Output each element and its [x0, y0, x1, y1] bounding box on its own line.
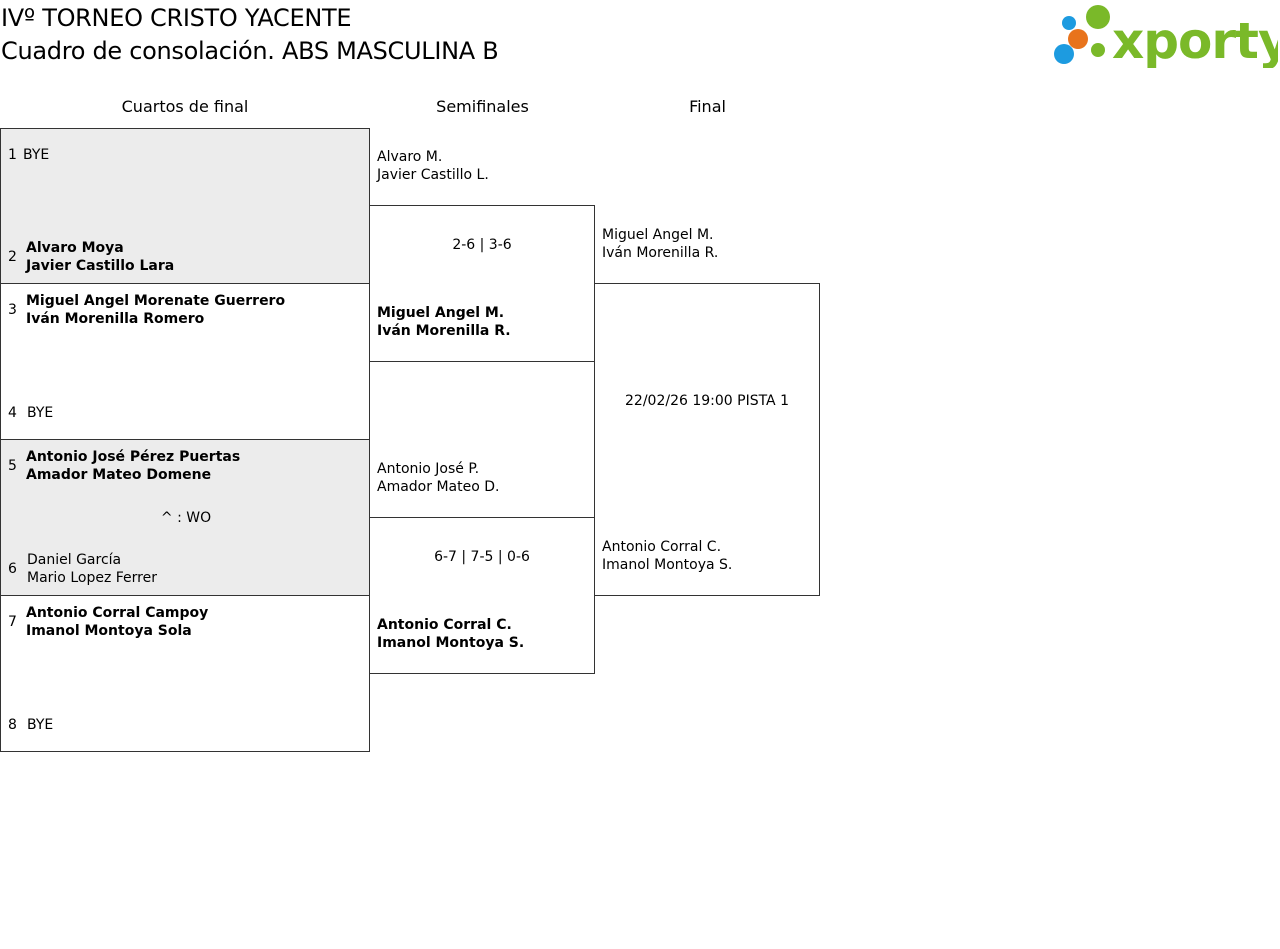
seed-number: 4 — [8, 405, 17, 421]
player-name: Imanol Montoya S. — [377, 635, 525, 651]
match-score: 2-6 | 3-6 — [452, 237, 512, 253]
player-name: Antonio Corral C. — [602, 539, 722, 555]
player-name: Imanol Montoya S. — [602, 557, 733, 573]
quarterfinal-match-2: 3 Miguel Angel Morenate Guerrero Iván Mo… — [0, 283, 370, 440]
column-header-quarterfinals: Cuartos de final — [121, 97, 249, 116]
logo-dot-blue-bottom — [1054, 44, 1074, 64]
player-name: Iván Morenilla Romero — [26, 311, 205, 327]
bye-label: BYE — [27, 405, 54, 421]
final-top-player: Iván Morenilla R. — [602, 245, 719, 261]
tournament-title: IVº TORNEO CRISTO YACENTE — [1, 4, 352, 32]
semifinal-2-top-player: Amador Mateo D. — [377, 479, 500, 495]
quarterfinal-match-4: 7 Antonio Corral Campoy Imanol Montoya S… — [0, 595, 370, 752]
logo-dot-green — [1086, 5, 1110, 29]
bye-label: BYE — [23, 147, 50, 163]
match-score: 6-7 | 7-5 | 0-6 — [434, 549, 530, 565]
player-name: Amador Mateo Domene — [26, 467, 212, 483]
player-name: Daniel García — [27, 552, 122, 568]
semifinal-1-top-player: Alvaro M. — [377, 149, 443, 165]
player-name: Antonio José Pérez Puertas — [26, 449, 241, 465]
player-name: Mario Lopez Ferrer — [27, 570, 157, 586]
player-name: Javier Castillo Lara — [26, 258, 175, 274]
seed-number: 2 — [8, 249, 17, 265]
logo-wordmark: xporty — [1112, 12, 1278, 68]
bye-label: BYE — [27, 717, 54, 733]
quarterfinal-match-3: 5 Antonio José Pérez Puertas Amador Mate… — [0, 439, 370, 596]
player-name: Iván Morenilla R. — [377, 323, 511, 339]
semifinal-1-top-player: Javier Castillo L. — [377, 167, 489, 183]
seed-number: 8 — [8, 717, 17, 733]
logo-dot-orange — [1068, 29, 1088, 49]
final-match: 22/02/26 19:00 PISTA 1 Antonio Corral C.… — [594, 283, 820, 596]
player-name: Alvaro Moya — [26, 240, 124, 256]
xporty-logo: xporty — [1054, 5, 1278, 68]
seed-number: 3 — [8, 302, 17, 318]
seed-number: 5 — [8, 458, 17, 474]
column-header-final: Final — [689, 97, 726, 116]
player-name: Antonio Corral Campoy — [26, 605, 209, 621]
match-schedule: 22/02/26 19:00 PISTA 1 — [625, 393, 789, 409]
seed-number: 6 — [8, 561, 17, 577]
bracket-subtitle: Cuadro de consolación. ABS MASCULINA B — [1, 37, 499, 65]
player-name: Miguel Angel Morenate Guerrero — [26, 293, 286, 309]
seed-number: 1 — [8, 147, 17, 163]
semifinal-match-1: 2-6 | 3-6 Miguel Angel M. Iván Morenilla… — [369, 205, 595, 362]
walkover-note: ^ : WO — [160, 510, 212, 526]
semifinal-2-top-player: Antonio José P. — [377, 461, 480, 477]
player-name: Imanol Montoya Sola — [26, 623, 192, 639]
final-top-player: Miguel Angel M. — [602, 227, 714, 243]
player-name: Miguel Angel M. — [377, 305, 505, 321]
column-header-semifinals: Semifinales — [436, 97, 529, 116]
seed-number: 7 — [8, 614, 17, 630]
logo-dot-green-small — [1091, 43, 1105, 57]
semifinal-match-2: 6-7 | 7-5 | 0-6 Antonio Corral C. Imanol… — [369, 517, 595, 674]
player-name: Antonio Corral C. — [377, 617, 512, 633]
quarterfinal-match-1: 1 BYE 2 Alvaro Moya Javier Castillo Lara — [0, 128, 370, 284]
logo-dot-blue-top — [1062, 16, 1076, 30]
